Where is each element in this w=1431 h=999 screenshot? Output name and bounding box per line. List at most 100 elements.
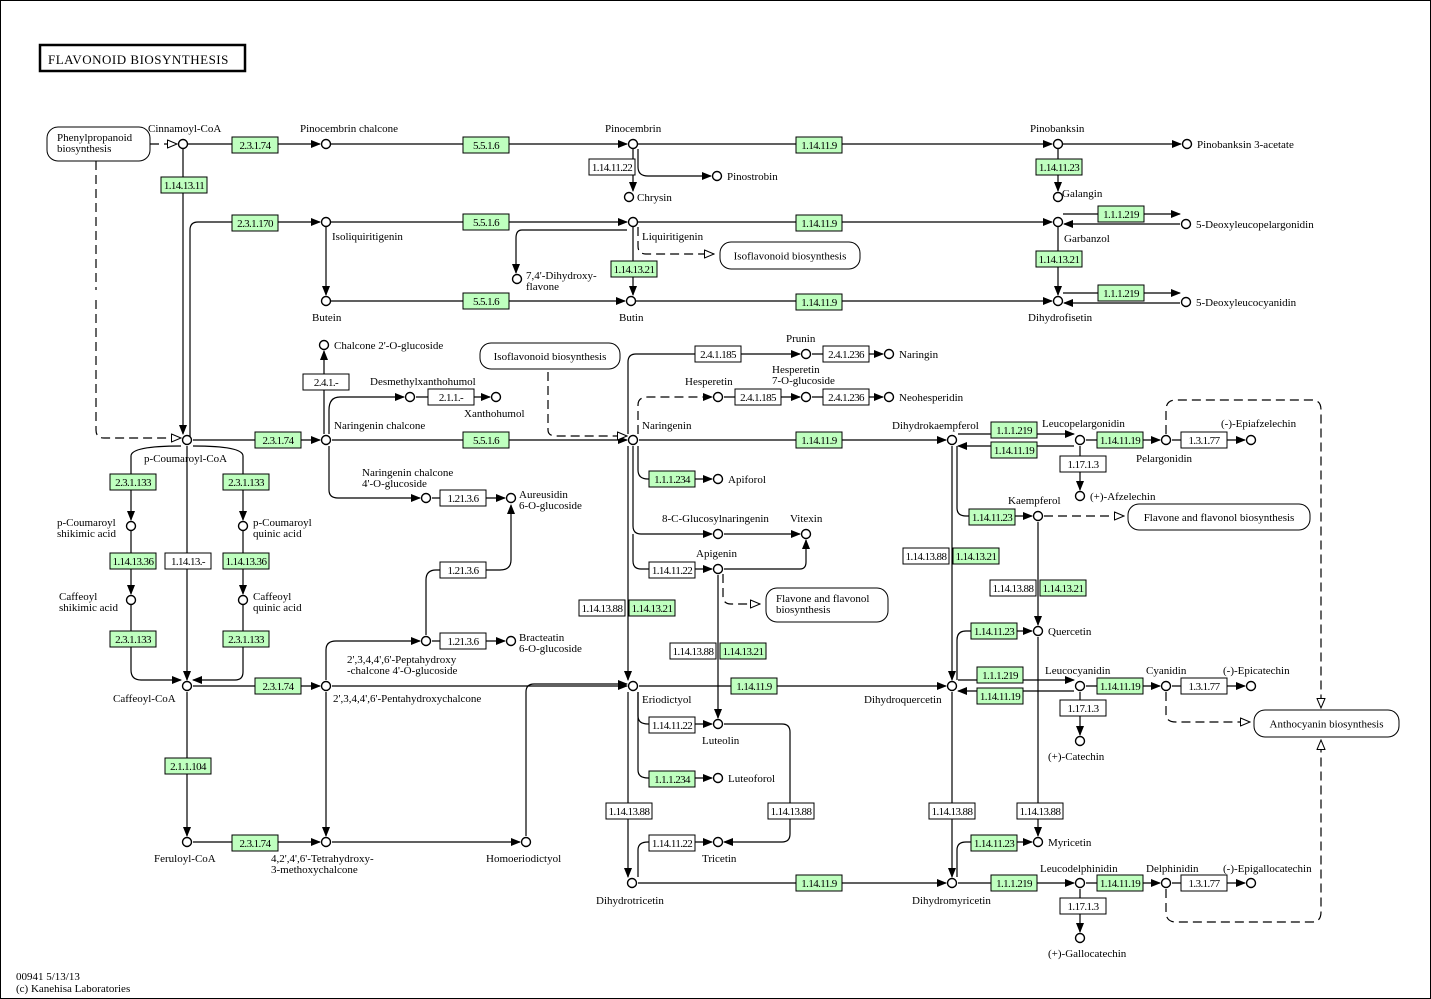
- enzyme-box-1-1-1-219[interactable]: 1.1.1.219: [976, 666, 1024, 684]
- compound-node[interactable]: [626, 877, 638, 889]
- enzyme-box-1-14-11-9[interactable]: 1.14.11.9: [795, 136, 843, 154]
- enzyme-box-5-5-1-6[interactable]: 5.5.1.6: [462, 292, 510, 310]
- compound-node[interactable]: [1245, 680, 1257, 692]
- compound-node[interactable]: [1160, 434, 1172, 446]
- compound-node[interactable]: [1032, 625, 1044, 637]
- compound-prunin[interactable]: Prunin: [786, 333, 816, 360]
- compound-node[interactable]: [800, 528, 812, 540]
- compound-node[interactable]: [1032, 836, 1044, 848]
- map-link-isoflavonoid-1[interactable]: Isoflavonoid biosynthesis: [479, 342, 621, 370]
- compound-tricetin[interactable]: Tricetin: [702, 836, 737, 866]
- compound-epicatechin[interactable]: (-)-Epicatechin: [1223, 665, 1290, 692]
- compound-node[interactable]: [404, 391, 416, 403]
- enzyme-box-1-14-13-11[interactable]: 1.14.13.11: [160, 176, 208, 194]
- compound-node[interactable]: [1052, 216, 1064, 228]
- enzyme-box-1-14-13-21[interactable]: 1.14.13.21: [952, 547, 1000, 565]
- enzyme-box-1-14-11-23[interactable]: 1.14.11.23: [970, 834, 1018, 852]
- compound-node[interactable]: [320, 836, 332, 848]
- compound-delphinidin[interactable]: Delphinidin: [1146, 863, 1199, 889]
- compound-leucopelargonidin[interactable]: Leucopelargonidin: [1042, 418, 1125, 446]
- enzyme-box-1-14-13-21[interactable]: 1.14.13.21: [1039, 579, 1087, 597]
- enzyme-box-5-5-1-6[interactable]: 5.5.1.6: [462, 136, 510, 154]
- compound-apigenin[interactable]: Apigenin: [696, 548, 737, 575]
- compound-glucosylnaringenin[interactable]: 8-C-Glucosylnaringenin: [662, 513, 769, 540]
- enzyme-box-1-14-11-23[interactable]: 1.14.11.23: [968, 508, 1016, 526]
- compound-pelargonidin[interactable]: Pelargonidin: [1136, 434, 1193, 466]
- compound-node[interactable]: [320, 295, 332, 307]
- compound-node[interactable]: [420, 635, 432, 647]
- enzyme-box-1-14-13-21[interactable]: 1.14.13.21: [628, 599, 676, 617]
- enzyme-box-1-3-1-77[interactable]: 1.3.1.77: [1180, 677, 1228, 695]
- enzyme-box-1-14-11-9[interactable]: 1.14.11.9: [795, 214, 843, 232]
- compound-homoeriodictyol[interactable]: Homoeriodictyol: [486, 836, 561, 866]
- enzyme-box-1-1-1-219[interactable]: 1.1.1.219: [1097, 284, 1145, 302]
- enzyme-box-2-1-1-104[interactable]: 2.1.1.104: [164, 757, 212, 775]
- compound-pinostrobin[interactable]: Pinostrobin: [711, 170, 779, 183]
- compound-galangin[interactable]: Galangin: [1052, 188, 1103, 203]
- enzyme-box-5-5-1-6[interactable]: 5.5.1.6: [462, 431, 510, 449]
- compound-node[interactable]: [237, 594, 249, 606]
- enzyme-box-1-1-1-234[interactable]: 1.1.1.234: [648, 470, 696, 488]
- compound-hesperetin[interactable]: Hesperetin: [685, 376, 733, 403]
- compound-dihydroquercetin[interactable]: Dihydroquercetin: [864, 680, 958, 707]
- compound-tetrahydroxy[interactable]: 4,2',4',6'-Tetrahydroxy-3-methoxychalcon…: [271, 836, 374, 877]
- enzyme-box-2-4-1-236[interactable]: 2.4.1.236: [822, 345, 870, 363]
- compound-desmethylxanthohumol[interactable]: Desmethylxanthohumol: [370, 376, 476, 403]
- compound-node[interactable]: [177, 138, 189, 150]
- compound-node[interactable]: [883, 391, 895, 403]
- enzyme-box-1-14-11-9[interactable]: 1.14.11.9: [795, 431, 843, 449]
- compound-epigallocatechin[interactable]: (-)-Epigallocatechin: [1223, 863, 1312, 889]
- compound-node[interactable]: [1052, 295, 1064, 307]
- compound-leucodelphinidin[interactable]: Leucodelphinidin: [1040, 863, 1118, 889]
- enzyme-box-1-14-11-19[interactable]: 1.14.11.19: [1096, 874, 1144, 892]
- compound-node[interactable]: [1245, 434, 1257, 446]
- compound-node[interactable]: [1074, 735, 1086, 747]
- enzyme-box-1-21-3-6[interactable]: 1.21.3.6: [439, 489, 487, 507]
- enzyme-box-1-14-13-88[interactable]: 1.14.13.88: [578, 599, 626, 617]
- compound-p-coumaroyl-coa[interactable]: p-Coumaroyl-CoA: [144, 434, 227, 466]
- compound-node[interactable]: [490, 391, 502, 403]
- enzyme-box-2-3-1-74[interactable]: 2.3.1.74: [231, 136, 279, 154]
- enzyme-box-1-14-13--[interactable]: 1.14.13.-: [164, 552, 212, 570]
- compound-node[interactable]: [712, 718, 724, 730]
- compound-node[interactable]: [627, 434, 639, 446]
- compound-eriodictyol[interactable]: Eriodictyol: [627, 680, 692, 707]
- compound-node[interactable]: [318, 339, 330, 351]
- enzyme-box-2-4-1-185[interactable]: 2.4.1.185: [734, 388, 782, 406]
- enzyme-box-1-14-13-88[interactable]: 1.14.13.88: [669, 642, 717, 660]
- compound-node[interactable]: [320, 434, 332, 446]
- enzyme-box-1-1-1-219[interactable]: 1.1.1.219: [990, 874, 1038, 892]
- compound-node[interactable]: [1074, 434, 1086, 446]
- enzyme-box-1-3-1-77[interactable]: 1.3.1.77: [1180, 874, 1228, 892]
- compound-myricetin[interactable]: Myricetin: [1032, 836, 1092, 849]
- enzyme-box-1-17-1-3[interactable]: 1.17.1.3: [1059, 897, 1107, 915]
- map-link-anthocyanin[interactable]: Anthocyanin biosynthesis: [1253, 709, 1400, 738]
- enzyme-box-2-3-1-74[interactable]: 2.3.1.74: [231, 834, 279, 852]
- compound-luteolin[interactable]: Luteolin: [702, 718, 740, 748]
- compound-node[interactable]: [623, 191, 635, 203]
- compound-garbanzol[interactable]: Garbanzol: [1052, 216, 1110, 246]
- compound-dihydroxyflavone[interactable]: 7,4'-Dihydroxy-flavone: [511, 270, 598, 293]
- compound-node[interactable]: [1074, 490, 1086, 502]
- enzyme-box-1-14-11-22[interactable]: 1.14.11.22: [648, 716, 696, 734]
- compound-node[interactable]: [712, 563, 724, 575]
- compound-peptahydroxy[interactable]: 2',3,4,4',6'-Peptahydroxy-chalcone 4'-O-…: [347, 635, 458, 678]
- compound-node[interactable]: [946, 680, 958, 692]
- compound-cyanidin[interactable]: Cyanidin: [1146, 665, 1187, 692]
- enzyme-box-1-14-11-9[interactable]: 1.14.11.9: [795, 874, 843, 892]
- compound-node[interactable]: [320, 680, 332, 692]
- compound-node[interactable]: [237, 520, 249, 532]
- compound-node[interactable]: [1181, 138, 1193, 150]
- compound-node[interactable]: [125, 520, 137, 532]
- enzyme-box-1-14-11-22[interactable]: 1.14.11.22: [648, 561, 696, 579]
- compound-pinocembrin-chalcone[interactable]: Pinocembrin chalcone: [300, 123, 398, 150]
- compound-node[interactable]: [712, 391, 724, 403]
- enzyme-box-2-3-1-170[interactable]: 2.3.1.170: [231, 214, 279, 232]
- enzyme-box-1-21-3-6[interactable]: 1.21.3.6: [439, 632, 487, 650]
- compound-node[interactable]: [420, 492, 432, 504]
- enzyme-box-2-3-1-74[interactable]: 2.3.1.74: [254, 431, 302, 449]
- compound-dihydrotricetin[interactable]: Dihydrotricetin: [596, 877, 664, 908]
